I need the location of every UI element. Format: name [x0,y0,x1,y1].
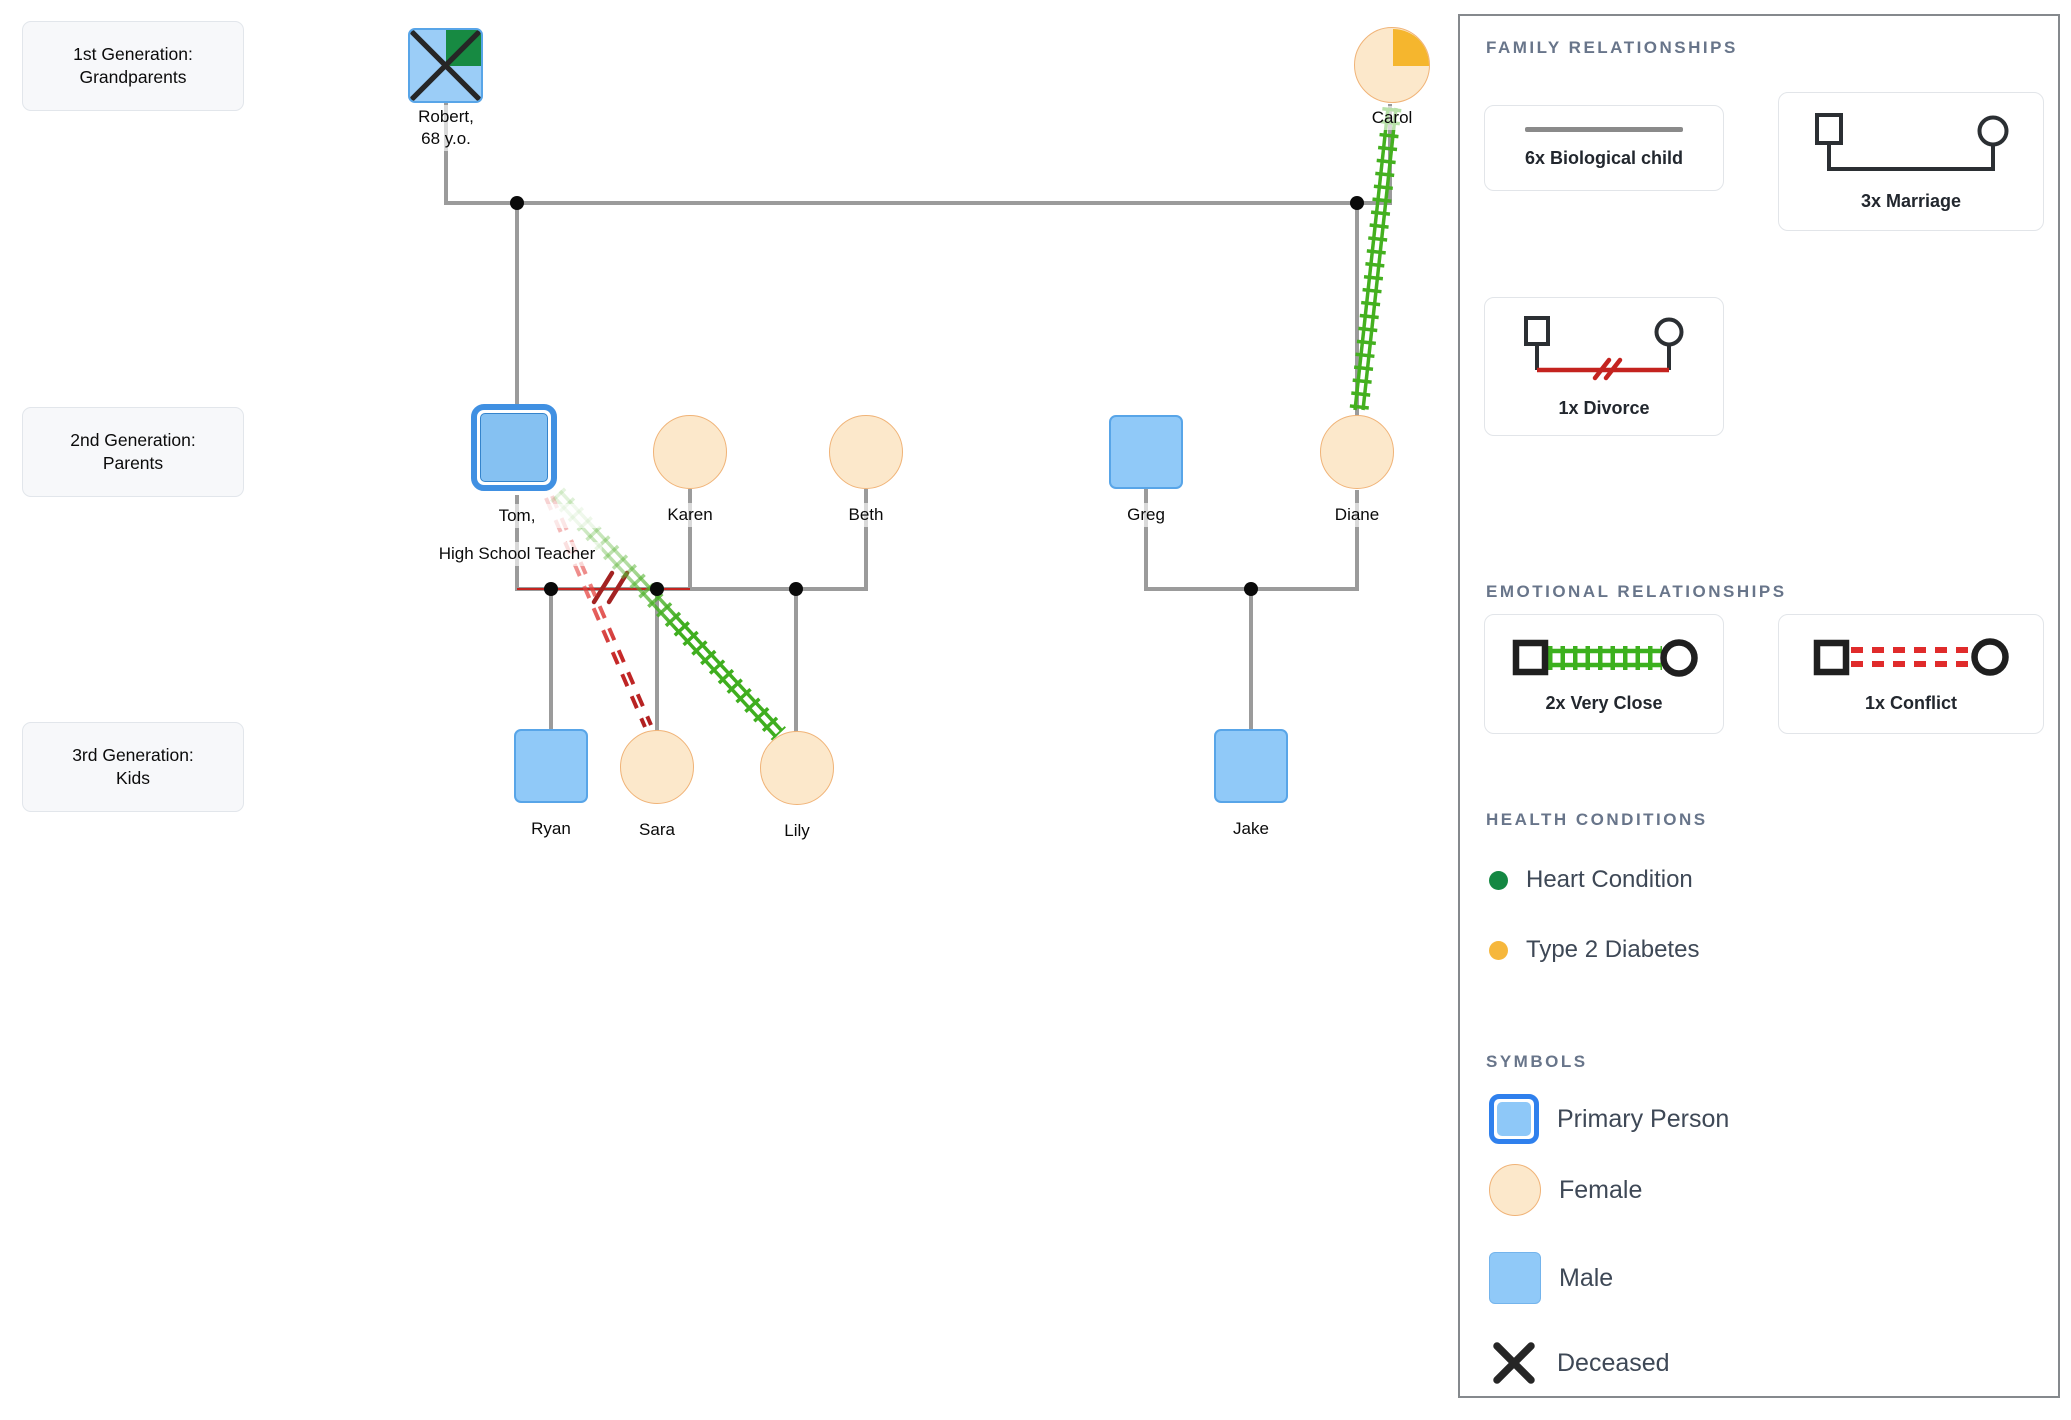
legend-health-item-diabetes: Type 2 Diabetes [1489,936,1699,964]
legend-card-biological-child: 6x Biological child [1484,105,1724,191]
health-item-label: Heart Condition [1526,866,1693,893]
very-close-line-carol-diane [1349,106,1402,412]
symbol-label: Primary Person [1557,1104,1730,1133]
legend-family-title: FAMILY RELATIONSHIPS [1486,38,1738,57]
person-node-diane[interactable] [1320,415,1394,489]
very-close-line-icon [1512,638,1698,677]
male-square-icon [1489,1252,1541,1304]
heart-condition-dot-icon [1489,870,1508,890]
symbol-label: Female [1559,1175,1643,1204]
conflict-line-icon [1813,637,2009,676]
generation-label-line: 2nd Generation: [70,430,196,451]
female-circle-icon [1489,1164,1541,1216]
person-node-sara[interactable] [620,730,694,804]
person-label-ryan: Ryan [525,817,577,842]
person-node-robert[interactable] [408,28,483,103]
primary-person-icon-fill [1497,1102,1531,1136]
generation-label-line: Grandparents [79,67,187,87]
person-node-greg[interactable] [1109,415,1183,489]
legend-symbols-title: SYMBOLS [1486,1052,1588,1071]
generation-label-line: Parents [102,453,164,473]
person-label-karen: Karen [661,503,719,528]
marriage-line-robert-carol [444,103,1392,205]
deceased-x-icon [1493,1342,1535,1384]
generation-label-1: 1st Generation: Grandparents [22,21,244,111]
person-label-beth: Beth [842,503,890,528]
person-name: Robert, [418,107,474,126]
diabetes-dot-icon [1489,940,1508,960]
legend-health-title: HEALTH CONDITIONS [1486,810,1708,829]
divorce-line-icon [1524,316,1684,381]
legend-card-label: 1x Conflict [1864,692,1957,713]
person-name: Lily [784,821,810,840]
person-label-sara: Sara [633,818,681,843]
generation-label-2: 2nd Generation: Parents [22,407,244,497]
legend-card-label: 2x Very Close [1545,692,1663,713]
person-age: 68 y.o. [421,129,471,149]
person-label-carol: Carol [1365,106,1419,131]
person-label-robert: Robert, 68 y.o. [412,105,480,152]
person-name: Karen [667,505,713,524]
generation-label-3: 3rd Generation: Kids [22,722,244,812]
legend-card-conflict: 1x Conflict [1778,614,2044,734]
biological-child-line-icon [1525,127,1683,132]
legend-symbol-male: Male [1489,1252,1613,1304]
legend-health-item-heart: Heart Condition [1489,866,1693,894]
conflict-line-tom-sara [544,495,653,728]
person-name: Tom, [432,504,602,529]
generation-label-line: 3rd Generation: [72,745,194,766]
legend-card-marriage: 3x Marriage [1778,92,2044,231]
legend-symbol-female: Female [1489,1164,1642,1216]
symbol-label: Deceased [1557,1348,1670,1377]
person-node-ryan[interactable] [514,729,588,803]
person-node-beth[interactable] [829,415,903,489]
health-item-label: Type 2 Diabetes [1526,936,1700,963]
legend-card-label: 1x Divorce [1558,398,1650,418]
deceased-x-icon [410,30,481,101]
person-node-karen[interactable] [653,415,727,489]
diabetes-quadrant [1393,29,1429,66]
primary-person-inner-square [480,413,548,482]
person-label-lily: Lily [778,819,816,844]
legend-card-label: 6x Biological child [1524,148,1684,168]
person-name: Jake [1233,819,1269,838]
person-node-tom-primary[interactable] [471,404,557,491]
person-name: Diane [1334,505,1380,524]
legend-card-divorce: 1x Divorce [1484,297,1724,436]
legend-card-very-close: 2x Very Close [1484,614,1724,734]
person-name: Carol [1371,108,1413,127]
generation-label-line: Kids [115,768,151,788]
person-name: Greg [1127,505,1165,524]
person-node-jake[interactable] [1214,729,1288,803]
legend-card-label: 3x Marriage [1860,191,1962,211]
junction-dots [510,196,1364,596]
marriage-line-icon [1815,113,2009,171]
primary-person-icon [1489,1094,1539,1144]
legend-panel: FAMILY RELATIONSHIPS 6x Biological child… [1458,14,2060,1398]
generation-label-line: 1st Generation: [73,44,193,65]
person-label-tom: Tom, High School Teacher [427,503,608,567]
legend-emotional-title: EMOTIONAL RELATIONSHIPS [1486,582,1787,601]
legend-symbol-primary: Primary Person [1489,1094,1729,1144]
person-name: Beth [848,505,884,524]
person-name: Sara [639,820,675,839]
person-name: Ryan [531,819,571,838]
person-label-greg: Greg [1121,503,1171,528]
marriage-line-greg-diane [1144,488,1359,591]
person-label-diane: Diane [1328,503,1386,528]
symbol-label: Male [1559,1263,1614,1292]
person-node-carol[interactable] [1354,27,1430,103]
person-occupation: High School Teacher [432,542,602,567]
person-label-jake: Jake [1227,817,1275,842]
very-close-line-tom-lily [550,487,786,741]
legend-symbol-deceased: Deceased [1489,1338,1670,1388]
person-node-lily[interactable] [760,731,834,805]
